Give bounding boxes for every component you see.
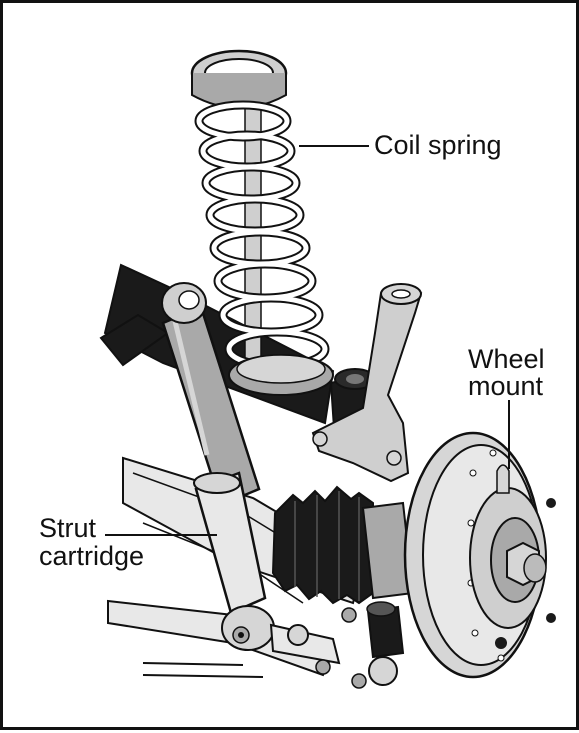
suspension-illustration xyxy=(99,49,556,689)
steering-knuckle xyxy=(311,283,423,483)
coil-spring xyxy=(190,49,334,396)
wheel-mount-label-line1: Wheel xyxy=(468,344,545,374)
cv-joint-boot xyxy=(271,485,415,605)
strut-cartridge xyxy=(161,282,275,651)
strut-label-line2: cartridge xyxy=(39,541,145,571)
tie-rod xyxy=(269,601,405,689)
strut-label-line1: Strut xyxy=(39,513,97,543)
callout-lines xyxy=(105,145,510,536)
wheel-mount-label-line2: mount xyxy=(468,371,544,401)
coil-spring-label: Coil spring xyxy=(374,130,502,160)
wheel-hub xyxy=(469,464,556,649)
